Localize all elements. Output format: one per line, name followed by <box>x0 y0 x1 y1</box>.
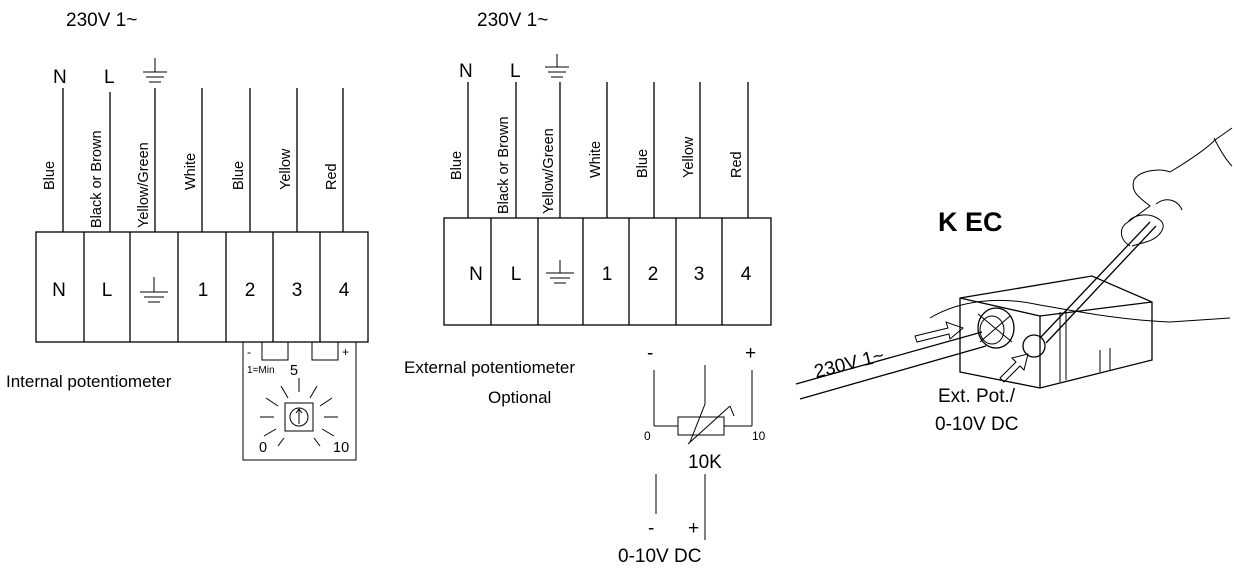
middle-terminal-block: N L 1 2 3 4 <box>443 217 772 326</box>
middle-wiring-panel: 230V 1~ N L Blue Black or Brown Yellow/G… <box>404 10 772 567</box>
left-wire-label-6: Yellow <box>278 148 294 190</box>
dial-min-label: 1=Min <box>247 365 275 376</box>
dial-max-label: 10 <box>333 440 349 456</box>
middle-terminal-2: 2 <box>648 264 659 285</box>
middle-earth-symbol-top <box>545 54 569 78</box>
background-hand-outline <box>929 299 1231 323</box>
pot-plus: + <box>342 345 349 359</box>
left-earth-symbol-top <box>143 58 167 83</box>
middle-terminal-3: 3 <box>694 264 705 285</box>
internal-potentiometer-label: Internal potentiometer <box>6 372 172 391</box>
ext-pot-arrow-icon <box>999 353 1029 383</box>
left-terminal-2: 2 <box>245 280 256 301</box>
ext-pot-zero: 0 <box>644 429 651 443</box>
dial-knob-icon <box>284 402 314 432</box>
right-product-panel: K EC 230V 1~ Ext. Pot./ 0-10V DC <box>795 127 1233 435</box>
middle-wire-label-6: Yellow <box>681 136 697 178</box>
left-terminal-3: 3 <box>292 280 303 301</box>
external-potentiometer-label: External potentiometer <box>404 358 575 377</box>
left-wire-label-3: Yellow/Green <box>136 142 152 228</box>
left-terminal-earth-icon <box>140 277 168 303</box>
external-potentiometer-circuit <box>653 365 753 445</box>
middle-l-label: L <box>510 61 521 82</box>
middle-wire-label-4: White <box>588 141 604 178</box>
middle-wire-label-1: Blue <box>449 151 465 180</box>
left-wire-label-1: Blue <box>42 161 58 190</box>
left-wire-label-5: Blue <box>231 161 247 190</box>
dc-minus: - <box>648 518 654 539</box>
resistor-value: 10K <box>688 452 722 473</box>
product-name: K EC <box>938 207 1003 237</box>
left-terminal-l: L <box>102 280 113 301</box>
middle-terminal-1: 1 <box>602 264 613 285</box>
left-terminal-1: 1 <box>198 280 209 301</box>
ext-pot-plus: + <box>745 343 756 364</box>
left-wire-label-4: White <box>183 153 199 190</box>
middle-n-label: N <box>459 61 473 82</box>
left-terminal-n: N <box>52 280 66 301</box>
screwdriver-icon <box>1039 221 1157 344</box>
left-supply-label: 230V 1~ <box>66 10 137 31</box>
dc-label: 0-10V DC <box>618 546 701 567</box>
internal-potentiometer-box: - + 1=Min 5 0 <box>242 341 357 461</box>
pot-minus: - <box>247 345 251 359</box>
supply-arrow-icon <box>914 321 964 343</box>
left-l-label: L <box>104 67 115 88</box>
dc-plus: + <box>688 518 699 539</box>
left-wiring-panel: 230V 1~ N L Blue Black or Brown Yellow/G… <box>6 10 369 461</box>
left-terminal-4: 4 <box>339 280 350 301</box>
dial-mid-label: 5 <box>290 363 298 379</box>
left-n-label: N <box>53 67 67 88</box>
cable-gland-icon <box>977 307 1015 349</box>
ext-pot-max: 10 <box>752 429 766 443</box>
left-wire-label-2: Black or Brown <box>89 130 105 228</box>
middle-wire-label-7: Red <box>729 151 745 178</box>
middle-terminal-n: N <box>469 264 483 285</box>
middle-terminal-l: L <box>511 264 522 285</box>
ext-pot-label-line1: Ext. Pot./ <box>938 386 1016 407</box>
middle-wire-label-5: Blue <box>635 149 651 178</box>
middle-wire-label-3: Yellow/Green <box>541 128 557 214</box>
ext-pot-label-line2: 0-10V DC <box>935 414 1018 435</box>
middle-supply-label: 230V 1~ <box>477 10 548 31</box>
middle-wire-label-2: Black or Brown <box>496 116 512 214</box>
ext-pot-minus: - <box>647 343 653 364</box>
external-potentiometer-optional: Optional <box>488 388 551 407</box>
dial-zero-label: 0 <box>259 440 267 456</box>
hand-icon <box>1121 127 1233 247</box>
middle-terminal-earth-icon <box>546 260 574 284</box>
left-terminal-block: N L 1 2 3 4 <box>35 231 369 343</box>
left-wire-label-7: Red <box>324 163 340 190</box>
power-cable <box>795 331 987 400</box>
middle-terminal-4: 4 <box>741 264 752 285</box>
